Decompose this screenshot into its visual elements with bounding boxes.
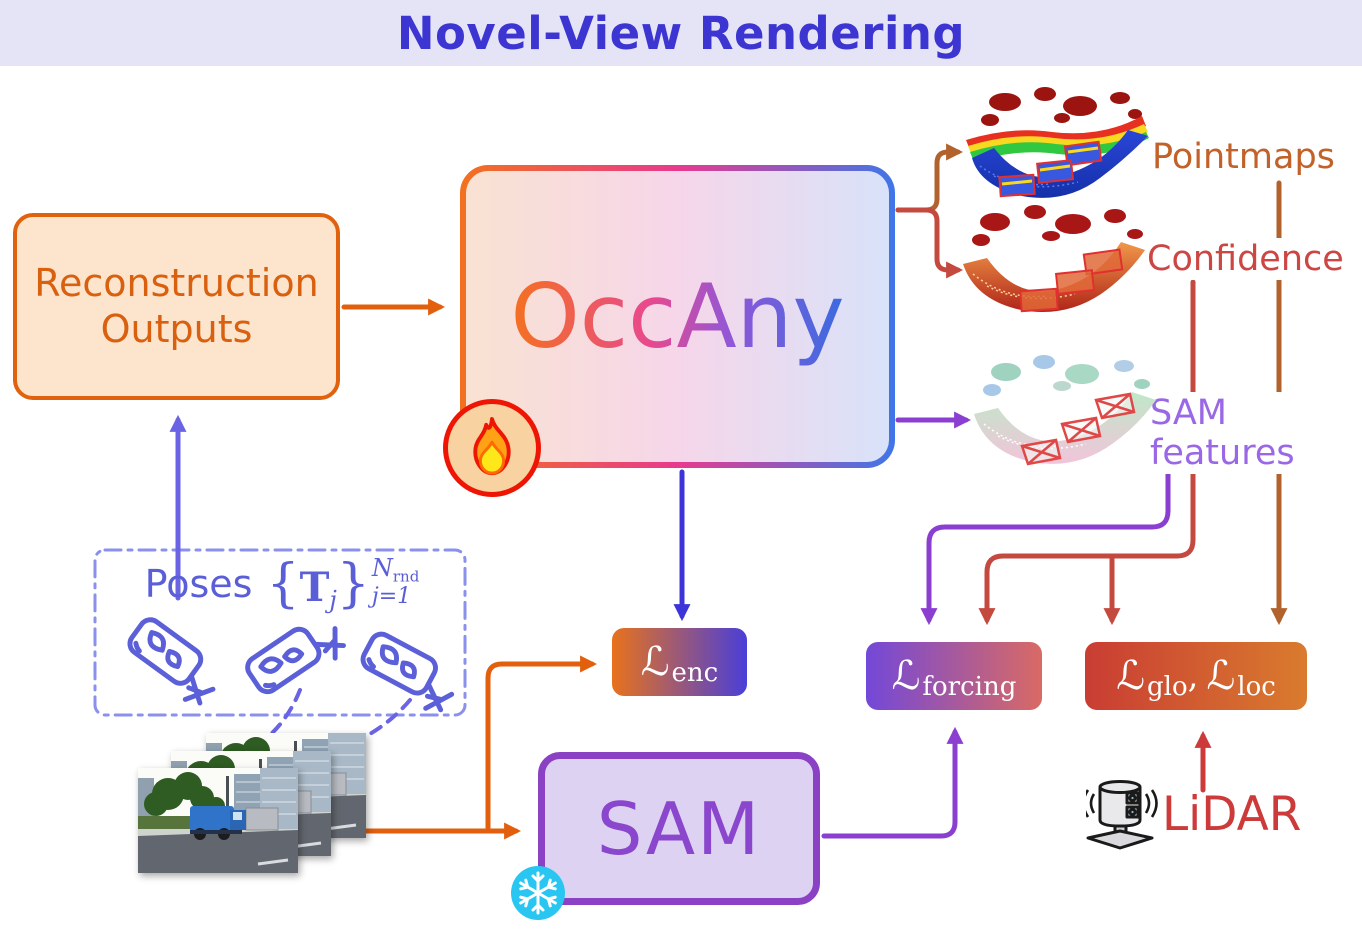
title-bar: Novel-View Rendering bbox=[0, 0, 1362, 66]
poses-count-symbol: N bbox=[371, 554, 393, 582]
loss-enc-subscript: enc bbox=[671, 658, 719, 688]
loss-glo-script-l: ℒ bbox=[1116, 653, 1146, 699]
page-title: Novel-View Rendering bbox=[396, 6, 966, 60]
loss-forcing-box: ℒ forcing bbox=[866, 642, 1042, 710]
lidar-scanner-icon bbox=[1086, 780, 1158, 850]
camera-icon bbox=[121, 616, 226, 710]
poses-word: Poses bbox=[144, 562, 253, 606]
open-brace: { bbox=[266, 554, 300, 614]
pointmaps-label: Pointmaps bbox=[1146, 136, 1341, 178]
sam-features-label: SAM features bbox=[1144, 392, 1362, 474]
wire-sam-to-lforcing bbox=[821, 726, 964, 839]
loss-forcing-script-l: ℒ bbox=[891, 653, 921, 699]
close-brace: } bbox=[336, 554, 370, 614]
loss-glo-loc-box: ℒ glo , ℒ loc bbox=[1085, 642, 1307, 710]
arrow-images-to-lenc bbox=[485, 655, 598, 831]
reconstruction-outputs-label-line1: Reconstruction bbox=[34, 260, 319, 305]
loss-glo-subscript: glo bbox=[1147, 672, 1188, 702]
confidence-label: Confidence bbox=[1141, 238, 1350, 280]
loss-comma: , bbox=[1187, 656, 1199, 696]
pose-matrix-symbol: T bbox=[299, 564, 330, 611]
snowflake-badge bbox=[511, 866, 565, 920]
input-image bbox=[138, 768, 298, 873]
loss-loc-subscript: loc bbox=[1237, 672, 1276, 702]
poses-box-frame bbox=[93, 548, 467, 717]
loss-enc-script-l: ℒ bbox=[640, 639, 670, 685]
snowflake-icon bbox=[516, 871, 560, 915]
reconstruction-outputs-box: Reconstruction Outputs bbox=[13, 213, 340, 400]
occany-label: OccAny bbox=[510, 265, 845, 368]
poses-title: Poses { T j } Nrnd j=1 bbox=[112, 556, 452, 614]
camera-icon bbox=[244, 611, 349, 703]
reconstruction-outputs-label-line2: Outputs bbox=[100, 306, 253, 351]
sam-features-thumbnail bbox=[974, 355, 1156, 466]
wire-samfeatures-to-lforcing bbox=[920, 429, 1171, 626]
poses-count-subscript: rnd bbox=[392, 567, 420, 586]
poses-lower-bound: j=1 bbox=[371, 584, 412, 610]
loss-enc-box: ℒ enc bbox=[612, 628, 747, 696]
pointmaps-thumbnail bbox=[966, 87, 1149, 198]
lidar-label: LiDAR bbox=[1162, 786, 1302, 842]
sam-box: SAM bbox=[538, 752, 820, 905]
flame-icon bbox=[473, 417, 511, 476]
loss-loc-script-l: ℒ bbox=[1206, 653, 1236, 699]
confidence-thumbnail bbox=[963, 205, 1145, 313]
occany-box: OccAny bbox=[460, 165, 895, 468]
wire-confidence-to-lforcing bbox=[978, 279, 1196, 626]
fire-badge bbox=[443, 399, 541, 497]
pose-index: j bbox=[329, 586, 337, 614]
loss-forcing-subscript: forcing bbox=[922, 672, 1017, 702]
poses-math: { T j } Nrnd j=1 bbox=[266, 556, 419, 614]
lidar-group: LiDAR bbox=[1086, 778, 1301, 850]
sam-label: SAM bbox=[596, 786, 762, 871]
arrow-occany-to-confidence bbox=[895, 207, 964, 279]
